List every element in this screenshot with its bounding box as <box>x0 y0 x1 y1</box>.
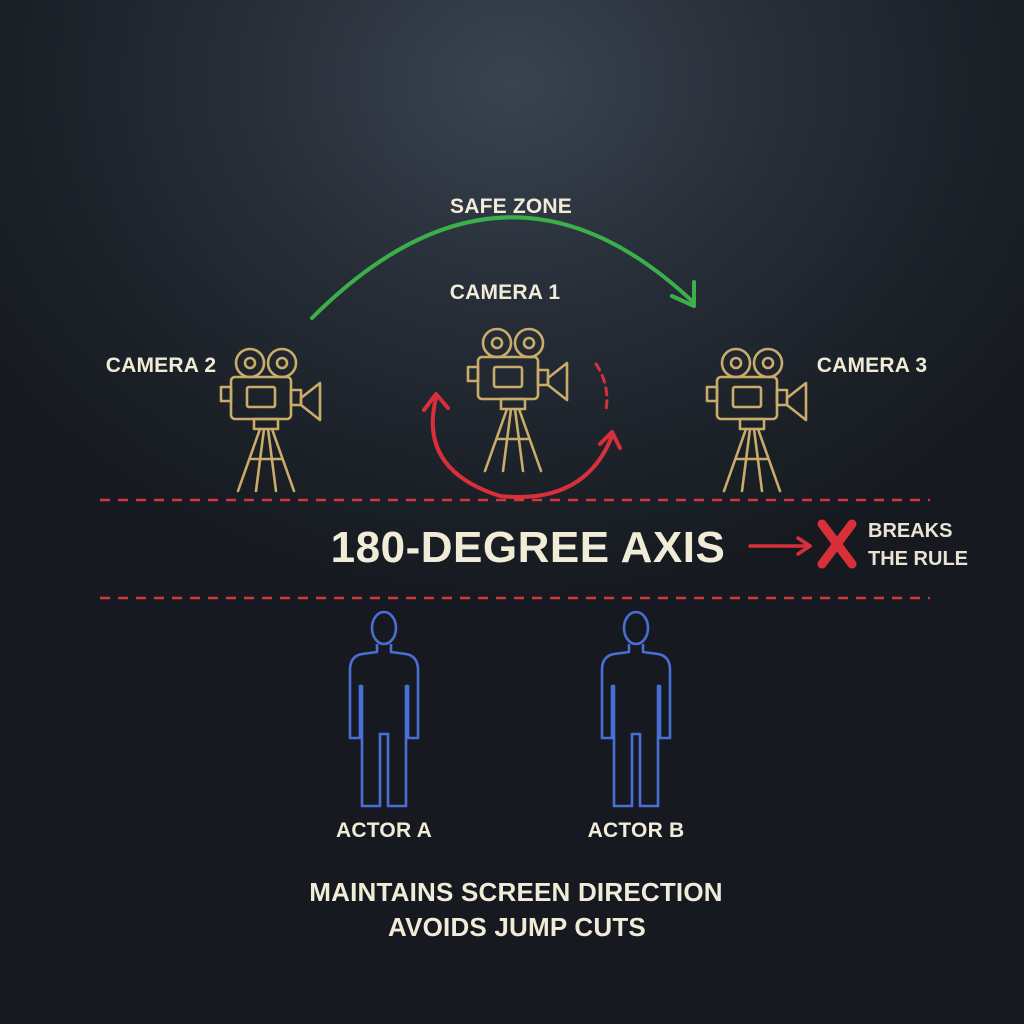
camera-2-label: CAMERA 2 <box>105 354 217 377</box>
breaks-rule-line1: BREAKS <box>868 520 953 542</box>
actor-b-icon <box>600 610 672 808</box>
footer-line-1: MAINTAINS SCREEN DIRECTION <box>309 877 723 907</box>
camera-1-icon <box>466 327 569 473</box>
camera-3-label: CAMERA 3 <box>816 354 928 377</box>
footer-line-2: AVOIDS JUMP CUTS <box>388 912 646 942</box>
actor-a-icon <box>348 610 420 808</box>
actor-b-label: ACTOR B <box>587 819 685 842</box>
x-mark-icon <box>817 519 857 569</box>
safe-zone-arc <box>310 215 695 320</box>
breaks-rule-line2: THE RULE <box>868 548 968 570</box>
actor-a-label: ACTOR A <box>336 819 432 842</box>
camera-3-icon <box>705 347 808 493</box>
rule-break-arrows-icon <box>422 362 622 499</box>
breaks-rule-arrow <box>748 536 812 556</box>
camera-1-label: CAMERA 1 <box>449 281 561 304</box>
camera-2-icon <box>219 347 322 493</box>
axis-title: 180-DEGREE AXIS <box>330 523 726 572</box>
safe-zone-label: SAFE ZONE <box>450 195 572 218</box>
safe-zone-arrowhead <box>670 280 696 308</box>
